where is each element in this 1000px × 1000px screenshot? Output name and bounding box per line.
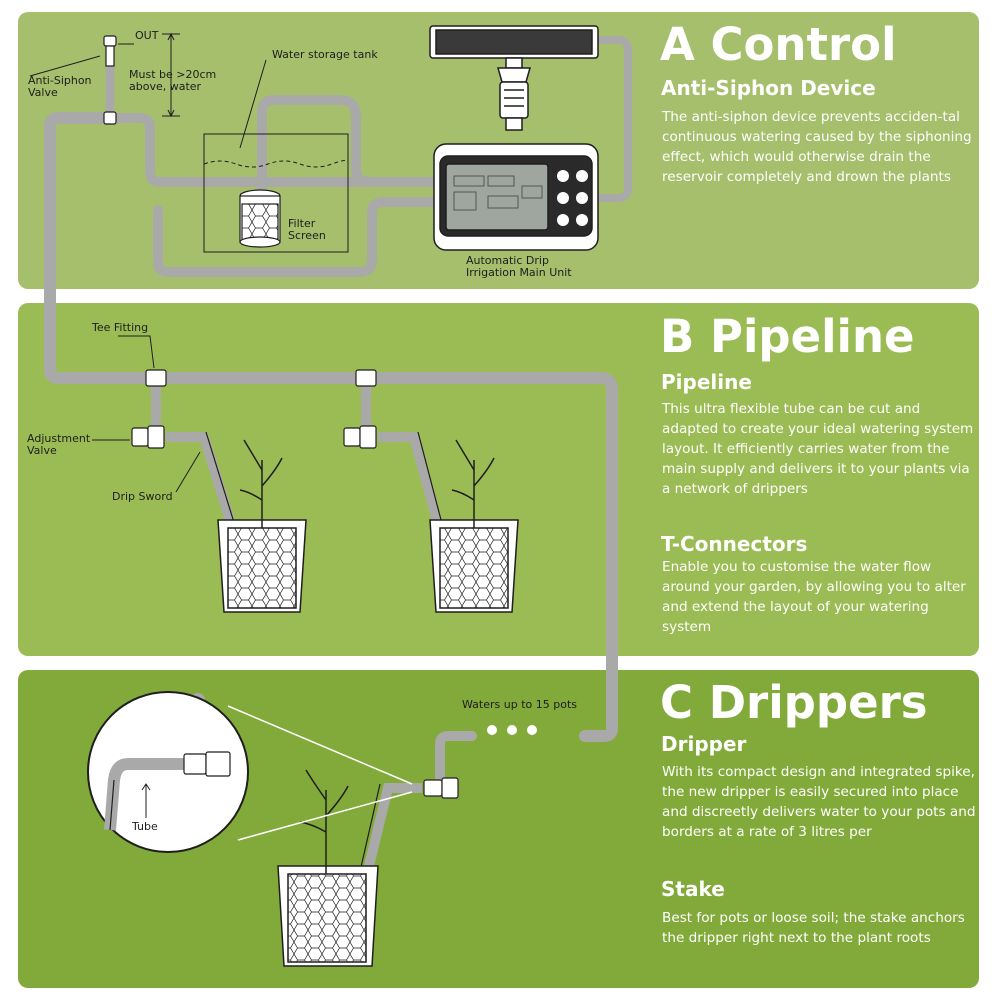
- anti-siphon-label-line1: Anti-Siphon: [28, 74, 92, 87]
- section-a-title: A Control: [660, 18, 897, 71]
- water-tank-label: Water storage tank: [272, 48, 378, 61]
- section-b-text-pipeline: This ultra flexible tube can be cut and …: [662, 401, 974, 497]
- section-b-title: B Pipeline: [660, 310, 915, 363]
- section-c-text-stake: Best for pots or loose soil; the stake a…: [662, 910, 965, 946]
- adjustment-valve-icon: [131, 425, 377, 449]
- anti-siphon-valve-icon: [103, 35, 117, 125]
- main-unit-label-line1: Automatic Drip: [466, 254, 549, 267]
- tube-label: Tube: [131, 820, 158, 833]
- solar-panel-icon: [429, 25, 599, 131]
- anti-siphon-label-line2: Valve: [28, 86, 58, 99]
- waters-up-to-label: Waters up to 15 pots: [462, 698, 577, 711]
- height-note-line1: Must be >20cm: [129, 68, 216, 81]
- section-c-subtitle-stake: Stake: [661, 877, 725, 901]
- adjustment-valve-label-line1: Adjustment: [27, 432, 91, 445]
- filter-label-line1: Filter: [288, 217, 316, 230]
- dots-continuation-icon: [487, 725, 537, 735]
- magnifier-detail: [87, 691, 413, 853]
- water-tank-icon: [203, 59, 349, 253]
- section-b-text-tconnectors: Enable you to customise the water flow a…: [662, 559, 966, 635]
- plant-pot-c-icon: [277, 769, 379, 967]
- section-b-subtitle-pipeline: Pipeline: [661, 370, 752, 394]
- main-unit-icon: [433, 143, 599, 251]
- filter-label-line2: Screen: [288, 229, 326, 242]
- section-c-text-dripper: With its compact design and integrated s…: [662, 764, 976, 840]
- section-a-text: The anti-siphon device prevents acciden-…: [662, 109, 972, 185]
- height-note-line2: above, water: [129, 80, 202, 93]
- dripper-icon: [423, 777, 459, 799]
- section-a-subtitle: Anti-Siphon Device: [661, 76, 876, 100]
- section-c-subtitle-dripper: Dripper: [661, 732, 747, 756]
- adjustment-valve-label-line2: Valve: [27, 444, 57, 457]
- filter-screen-icon: [239, 189, 281, 248]
- section-b-subtitle-tconnectors: T-Connectors: [661, 532, 808, 556]
- height-dimension-marker: [29, 32, 180, 118]
- drip-sword-label: Drip Sword: [112, 490, 173, 503]
- out-label: OUT: [135, 29, 159, 42]
- tee-fitting-icon: [145, 369, 377, 387]
- tee-fitting-label: Tee Fitting: [91, 321, 148, 334]
- plant-pot-icon: [217, 439, 519, 613]
- main-unit-label-line2: Irrigation Main Unit: [466, 266, 572, 279]
- section-c-title: C Drippers: [660, 676, 928, 729]
